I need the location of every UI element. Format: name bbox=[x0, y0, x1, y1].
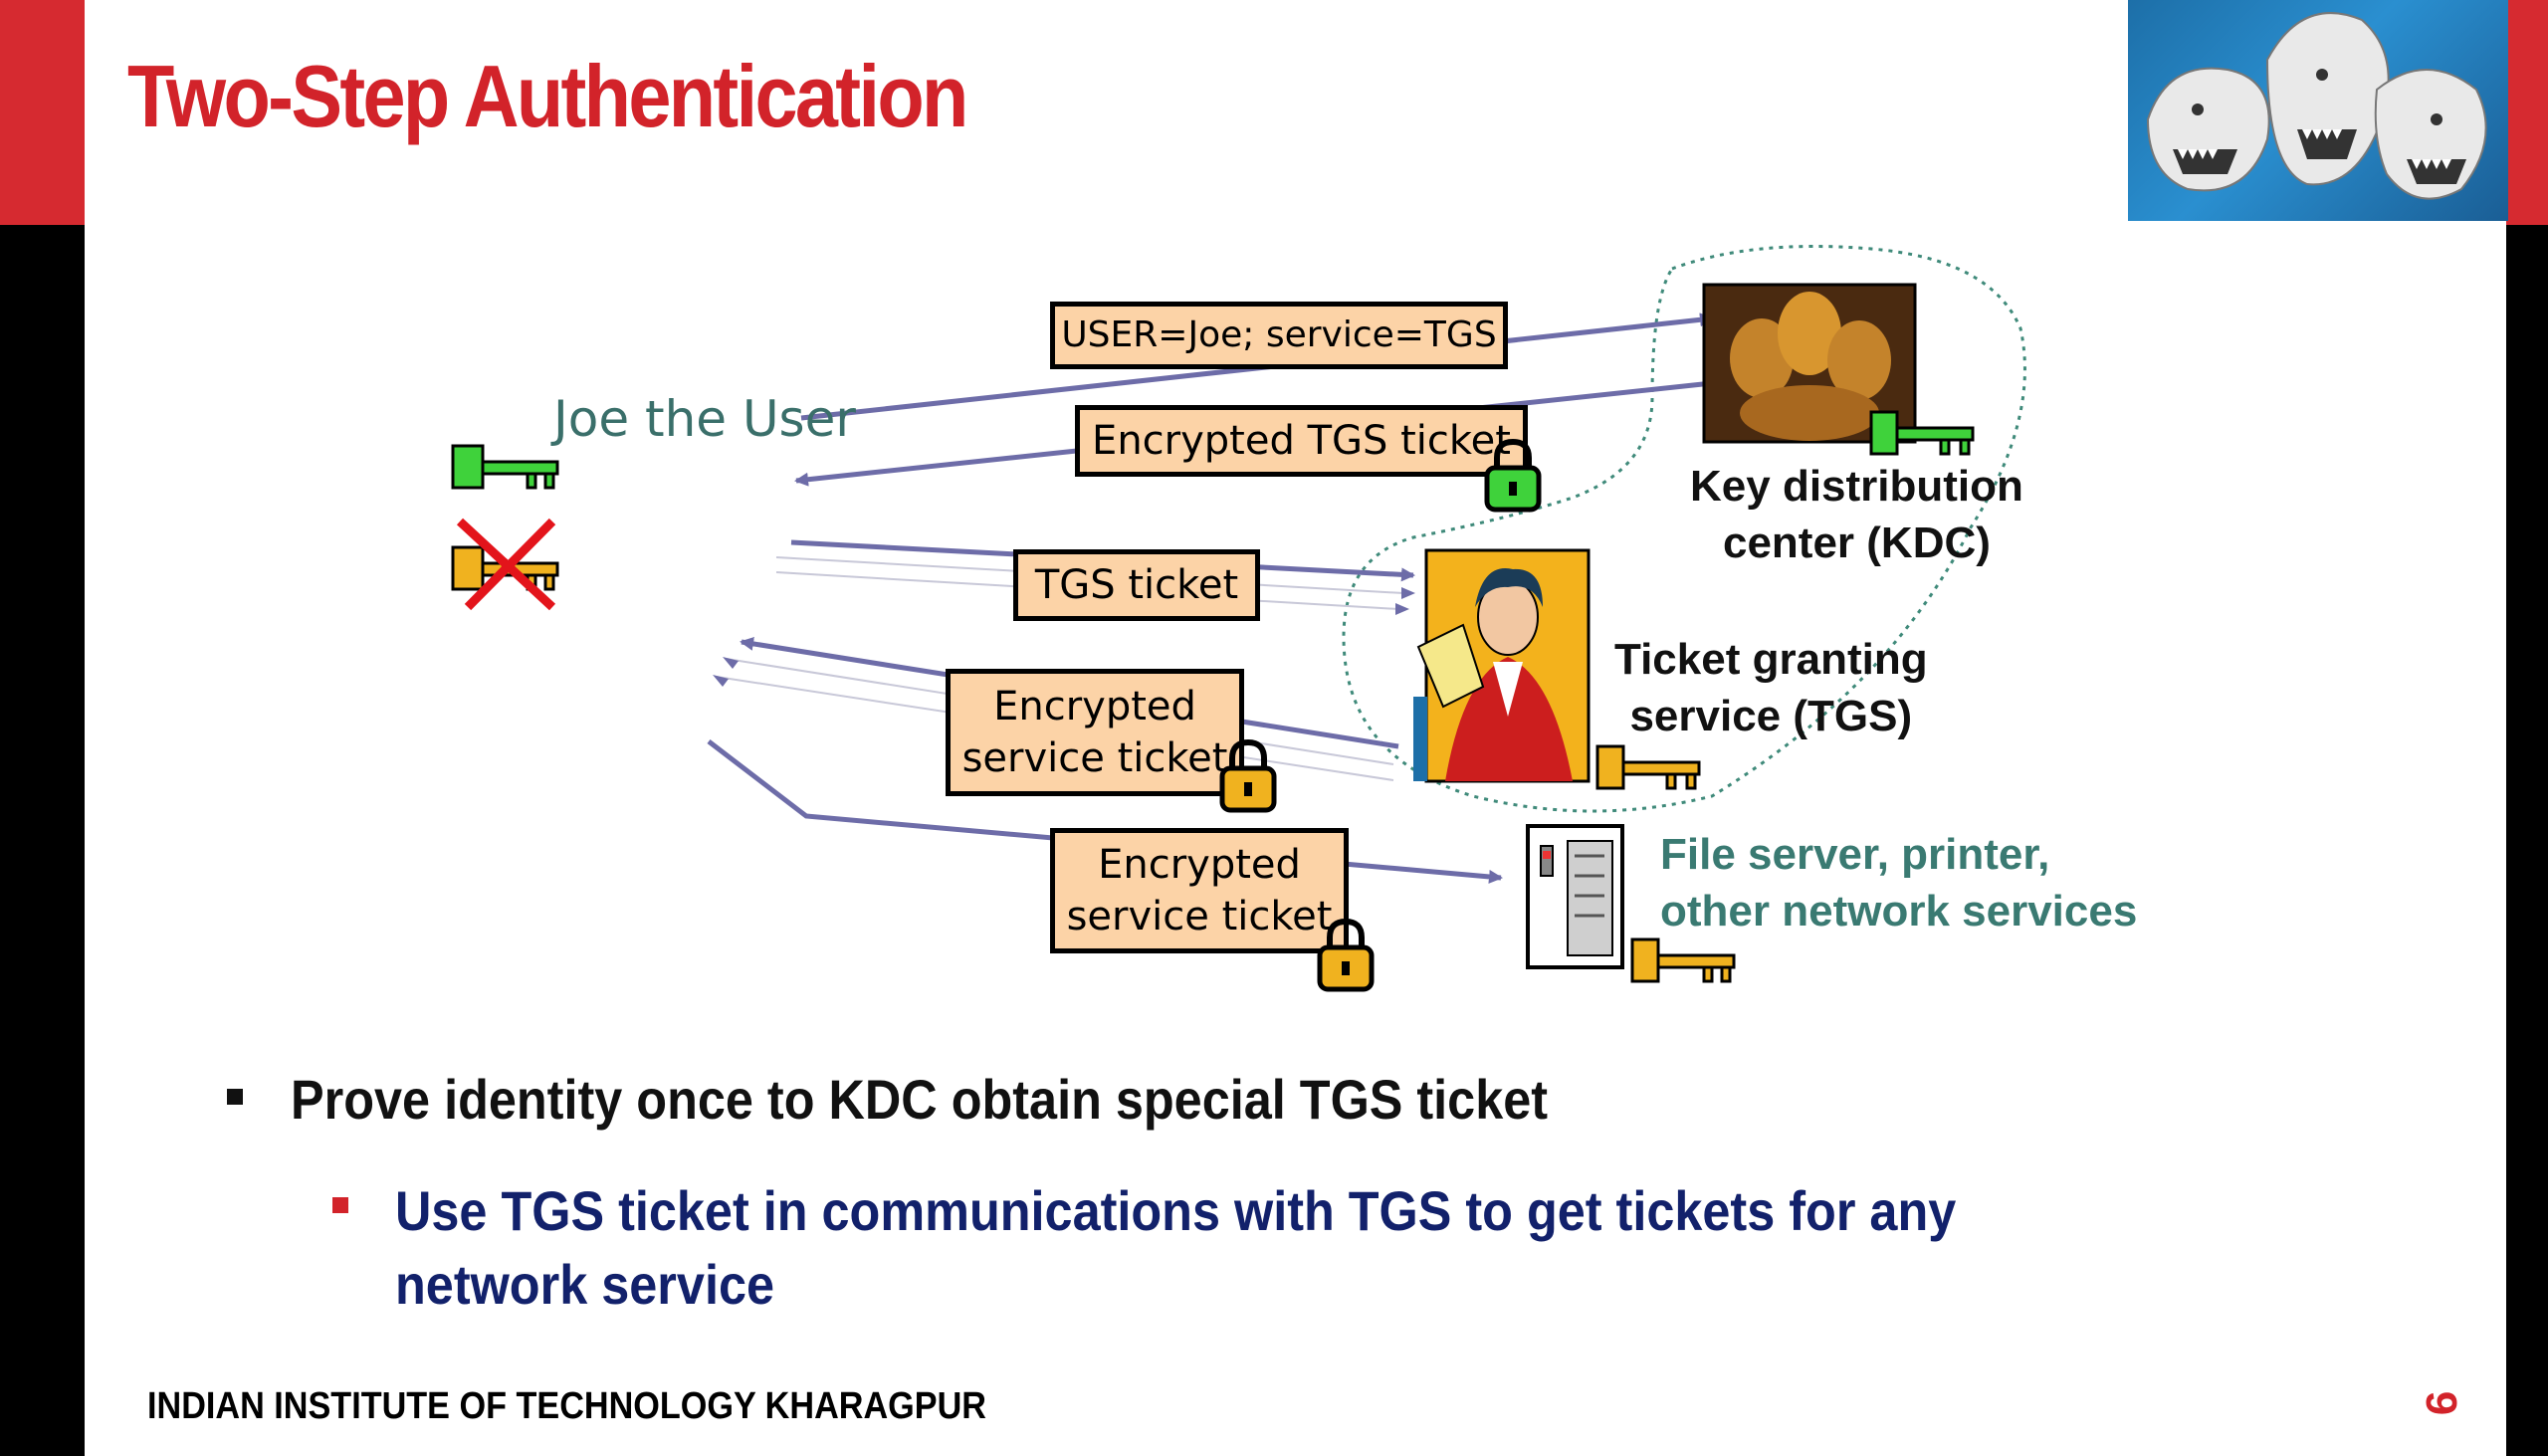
tgs-label-line2: service (TGS) bbox=[1629, 692, 1913, 741]
kdc-green-key-icon bbox=[1869, 410, 1975, 456]
right-accent-bar bbox=[2506, 0, 2548, 225]
slide-title: Two-Step Authentication bbox=[127, 47, 968, 145]
left-accent-bar bbox=[0, 0, 85, 225]
institute-footer: INDIAN INSTITUTE OF TECHNOLOGY KHARAGPUR bbox=[147, 1385, 986, 1427]
encrypted-tgs-ticket-text: Encrypted TGS ticket bbox=[1092, 418, 1511, 464]
sub-bullet-marker bbox=[332, 1197, 348, 1213]
tgs-gold-key-icon bbox=[1595, 744, 1701, 790]
right-black-bar bbox=[2506, 225, 2548, 1456]
left-black-bar bbox=[0, 225, 85, 1456]
services-label: File server, printer, other network serv… bbox=[1660, 826, 2137, 939]
kdc-label: Key distribution center (KDC) bbox=[1690, 458, 2023, 571]
lock-icon bbox=[1317, 918, 1375, 992]
kdc-label-line2: center (KDC) bbox=[1722, 519, 1991, 568]
bullet-marker bbox=[227, 1089, 243, 1105]
tgs-ticket-text: TGS ticket bbox=[1034, 562, 1239, 608]
lock-icon bbox=[1219, 738, 1277, 813]
cross-icon bbox=[456, 518, 556, 611]
user-label: Joe the User bbox=[553, 390, 856, 448]
request-message-text: USER=Joe; service=TGS bbox=[1061, 313, 1497, 355]
page-number: 9 bbox=[2417, 1390, 2466, 1416]
tgs-person-illustration bbox=[1413, 548, 1591, 783]
encrypted-service-ticket-line2: service ticket bbox=[961, 735, 1228, 781]
tgs-label: Ticket granting service (TGS) bbox=[1614, 631, 1928, 744]
bullet-level1: Prove identity once to KDC obtain specia… bbox=[291, 1068, 1549, 1131]
encrypted-service-ticket-line1: Encrypted bbox=[993, 684, 1196, 729]
kdc-boundary bbox=[1342, 245, 2026, 813]
encrypted-service-ticket-line2: service ticket bbox=[1066, 894, 1333, 939]
lock-icon bbox=[1484, 438, 1542, 513]
encrypted-service-ticket-line1: Encrypted bbox=[1098, 842, 1301, 888]
bullet-level2: Use TGS ticket in communications with TG… bbox=[395, 1179, 1957, 1316]
kdc-label-line1: Key distribution bbox=[1690, 462, 2023, 511]
tgs-ticket-box: TGS ticket bbox=[1013, 549, 1260, 621]
green-key-icon bbox=[451, 444, 559, 490]
server-icon bbox=[1526, 824, 1624, 969]
encrypted-service-ticket-box-2: Encrypted service ticket bbox=[1050, 828, 1349, 953]
services-label-line1: File server, printer, bbox=[1660, 830, 2050, 879]
encrypted-service-ticket-box-1: Encrypted service ticket bbox=[946, 669, 1244, 796]
tgs-label-line1: Ticket granting bbox=[1614, 635, 1928, 684]
encrypted-tgs-ticket-box: Encrypted TGS ticket bbox=[1075, 405, 1528, 477]
cerberus-photo bbox=[2128, 0, 2508, 221]
request-message-box: USER=Joe; service=TGS bbox=[1050, 302, 1508, 369]
services-label-line2: other network services bbox=[1660, 887, 2138, 936]
services-gold-key-icon bbox=[1630, 937, 1736, 983]
